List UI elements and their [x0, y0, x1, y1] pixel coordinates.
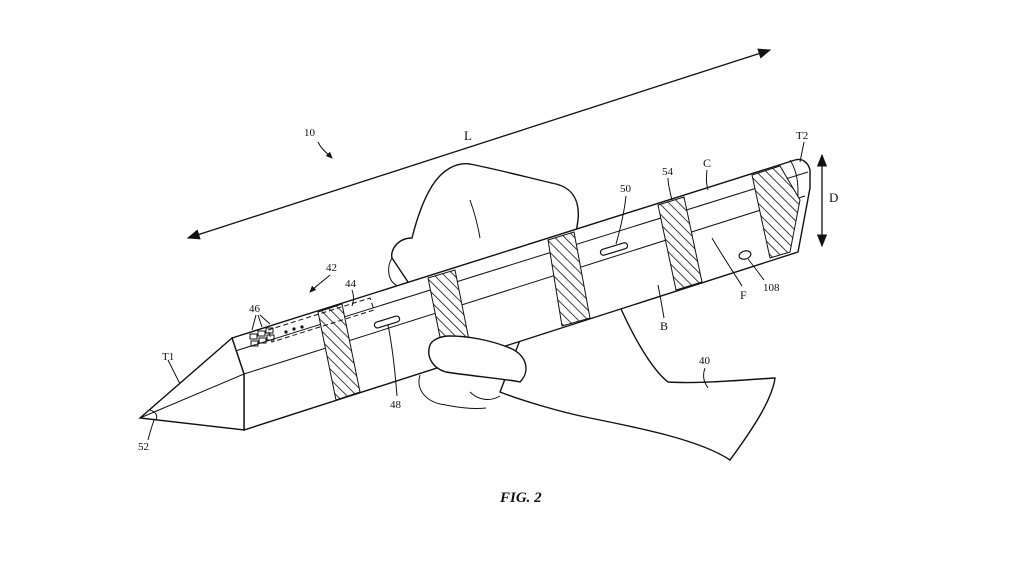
label-tip-ref: 52: [138, 441, 149, 453]
leader-40: [703, 367, 709, 389]
port: [738, 250, 752, 260]
leader-46c: [259, 314, 271, 325]
label-face-f: F: [740, 288, 747, 302]
label-port: 108: [763, 282, 780, 294]
label-hand: 40: [699, 355, 711, 367]
leader-f: [711, 237, 743, 287]
leader-108: [747, 258, 765, 281]
label-tip-two: T2: [796, 130, 808, 142]
hand-thumb: [428, 335, 527, 383]
stylus: [138, 158, 811, 431]
label-face-b: B: [660, 319, 668, 333]
label-button-rear: 50: [620, 183, 632, 195]
button-rear: [599, 242, 629, 256]
leader-46b: [257, 314, 263, 328]
label-face-c: C: [703, 156, 711, 170]
leader-10: [317, 141, 333, 159]
leader-54: [667, 177, 673, 201]
band-1: [317, 303, 361, 401]
leader-t1: [167, 359, 181, 385]
leader-46: [251, 314, 257, 331]
length-arrow: [186, 48, 772, 240]
stylus-tip-cone: [138, 336, 245, 431]
contact-grid: [249, 325, 304, 347]
leader-50: [615, 195, 627, 245]
leader-42: [309, 274, 331, 293]
band-3: [547, 231, 591, 327]
label-button-front: 48: [390, 399, 402, 411]
leader-44: [351, 289, 354, 307]
label-contacts: 46: [249, 303, 261, 315]
button-front: [373, 315, 401, 329]
band-4: [657, 196, 703, 291]
leader-52: [147, 419, 155, 441]
figure-caption: FIG. 2: [499, 490, 542, 506]
label-diameter: D: [829, 190, 838, 205]
label-length: L: [464, 128, 472, 143]
label-band: 54: [662, 166, 674, 178]
label-sensor-region: 42: [326, 262, 337, 274]
leader-t2: [799, 141, 805, 163]
label-device: 10: [304, 127, 316, 139]
band-5: [751, 165, 801, 259]
leader-c: [705, 169, 709, 191]
leader-48: [387, 324, 398, 397]
leader-b: [657, 284, 665, 319]
hand-palm: [499, 301, 776, 461]
label-window: 44: [345, 278, 357, 290]
label-tip-one: T1: [162, 351, 174, 363]
